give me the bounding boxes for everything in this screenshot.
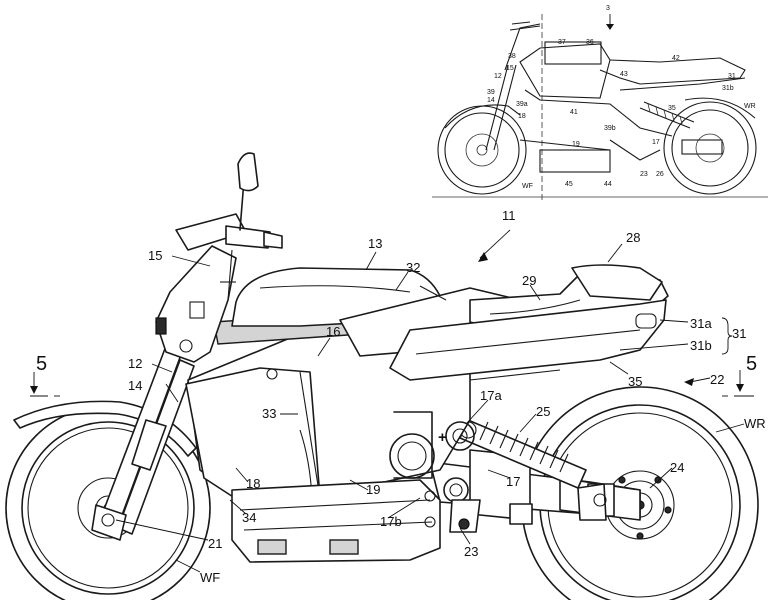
section-label-right: 5 — [746, 353, 757, 375]
inset-label-15: 15 — [506, 65, 514, 72]
label-29: 29 — [522, 273, 536, 288]
svg-text:+: + — [438, 429, 447, 446]
inset-label-31b: 31b — [722, 85, 734, 92]
inset-label-45: 45 — [565, 181, 573, 188]
label-31b: 31b — [690, 338, 712, 353]
inset-label-19: 19 — [572, 141, 580, 148]
label-23: 23 — [464, 544, 478, 559]
label-35: 35 — [628, 374, 642, 389]
front-head — [155, 152, 283, 363]
inset-label-43: 43 — [620, 71, 628, 78]
inset-label-wr: WR — [744, 103, 756, 110]
label-28: 28 — [626, 230, 640, 245]
inset-label-18: 18 — [518, 113, 526, 120]
label-17: 17 — [506, 474, 520, 489]
label-19: 19 — [366, 482, 380, 497]
inset-label-23: 23 — [640, 171, 648, 178]
label-17b: 17b — [380, 514, 402, 529]
inset-labels: 3 37 36 38 42 15 12 43 31 31b 39 14 39a … — [487, 5, 756, 190]
inset-label-12: 12 — [494, 73, 502, 80]
label-wr: WR — [744, 416, 766, 431]
rear-hub — [577, 483, 607, 521]
label-22: 22 — [710, 372, 724, 387]
inset-label-35: 35 — [668, 105, 676, 112]
front-fork — [91, 345, 195, 541]
label-24: 24 — [670, 460, 684, 475]
inset-label-17: 17 — [652, 139, 660, 146]
inset-label-36: 36 — [586, 39, 594, 46]
label-13: 13 — [368, 236, 382, 251]
label-15: 15 — [148, 248, 162, 263]
label-25: 25 — [536, 404, 550, 419]
label-wf: WF — [200, 570, 220, 585]
label-14: 14 — [128, 378, 142, 393]
inset-label-41: 41 — [570, 109, 578, 116]
label-33: 33 — [262, 406, 276, 421]
inset-label-31: 31 — [728, 73, 736, 80]
label-17a: 17a — [480, 388, 502, 403]
label-34: 34 — [242, 510, 256, 525]
inset-label-3: 3 — [606, 5, 610, 12]
inset-label-39: 39 — [487, 89, 495, 96]
inset-label-14: 14 — [487, 97, 495, 104]
label-31: 31 — [732, 326, 746, 341]
label-18: 18 — [246, 476, 260, 491]
inset-label-39a: 39a — [516, 101, 528, 108]
inset-label-39b: 39b — [604, 125, 616, 132]
main-labels: 11 13 15 28 32 29 16 31a 31 31b 12 14 35… — [36, 208, 766, 585]
inset-label-26: 26 — [656, 171, 664, 178]
inset-label-wf: WF — [522, 183, 533, 190]
side-panel — [389, 299, 667, 381]
label-21: 21 — [208, 536, 222, 551]
label-12: 12 — [128, 356, 142, 371]
label-11: 11 — [502, 208, 516, 223]
section-marks — [30, 370, 754, 397]
label-16: 16 — [326, 324, 340, 339]
label-31a: 31a — [690, 316, 712, 331]
inset-label-44: 44 — [604, 181, 612, 188]
section-label-left: 5 — [36, 353, 47, 375]
inset-label-38: 38 — [508, 53, 516, 60]
leader-lines — [115, 229, 745, 573]
inset-label-42: 42 — [672, 55, 680, 62]
inset-label-37: 37 — [558, 39, 566, 46]
inset-side-view — [432, 14, 768, 200]
label-32: 32 — [406, 260, 420, 275]
lower-housing — [231, 477, 481, 563]
